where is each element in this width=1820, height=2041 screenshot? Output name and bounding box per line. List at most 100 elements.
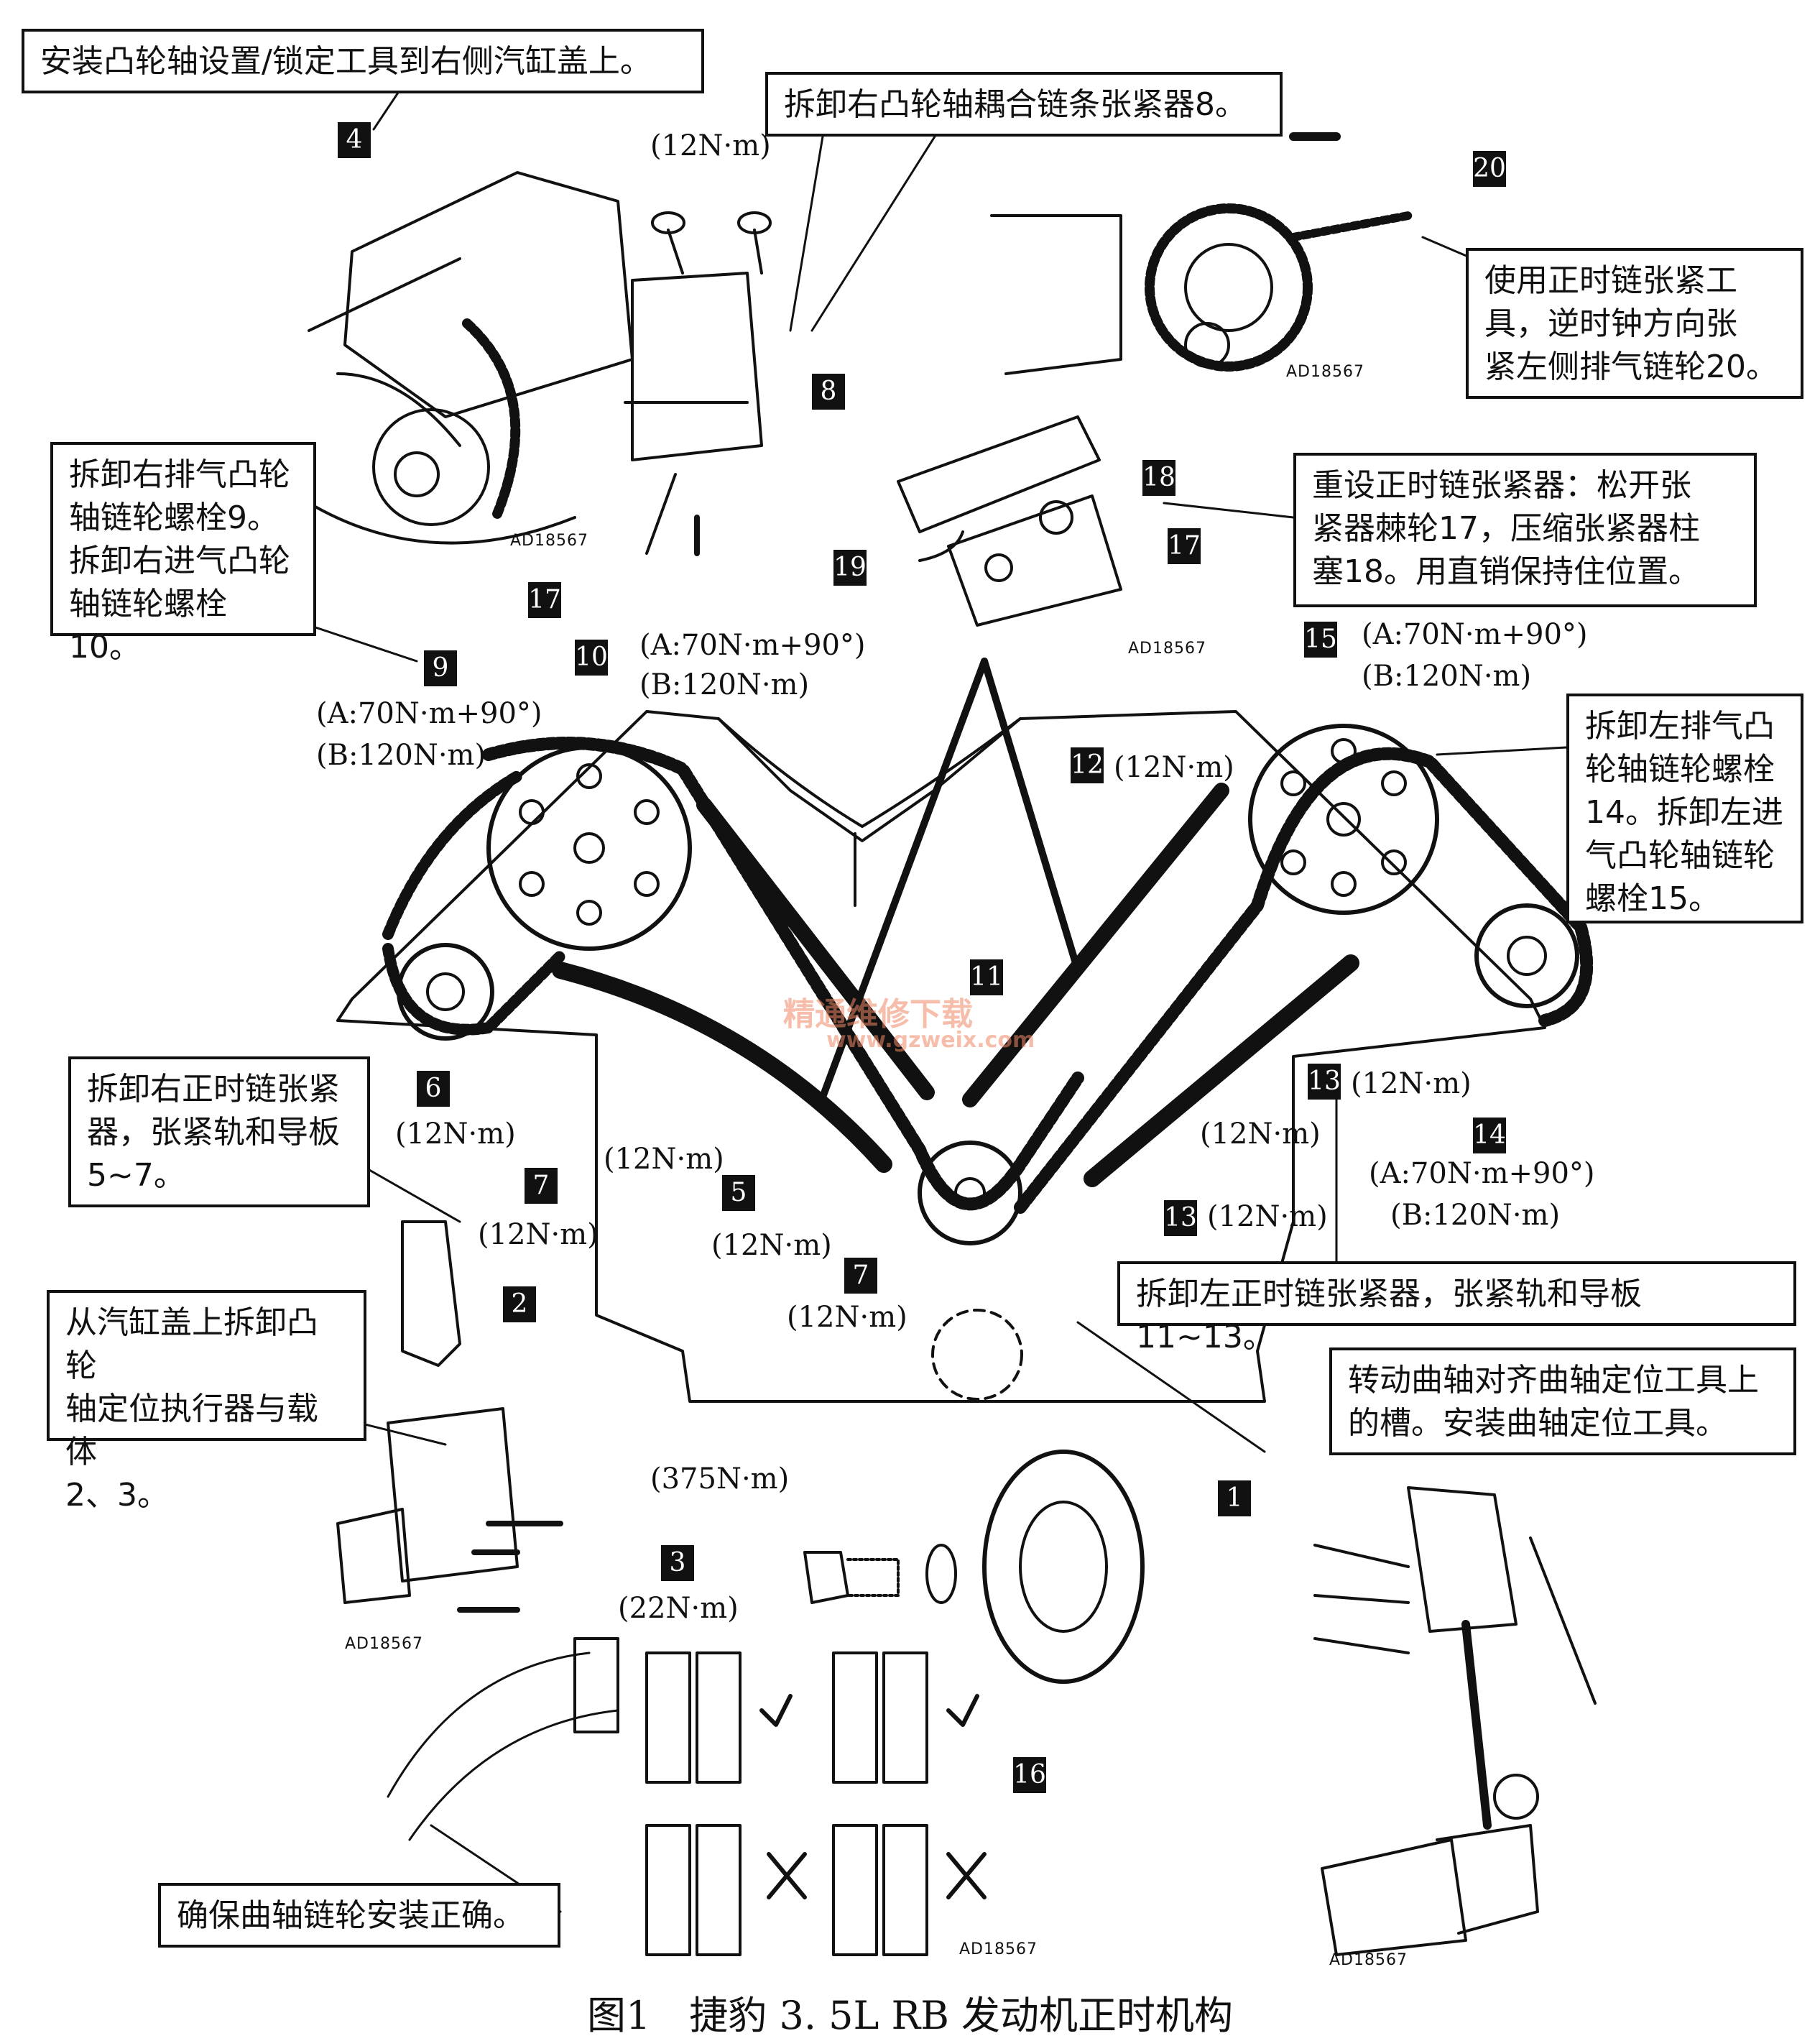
leader-lines: [308, 85, 1568, 1913]
torque-5a: (12N·m): [604, 1143, 724, 1176]
callout-bolts-14-15-line1: 拆卸左排气凸: [1585, 708, 1775, 745]
torque-13a: (12N·m): [1351, 1067, 1472, 1100]
torque-10-a: (A:70N·m+90°): [639, 629, 866, 662]
callout-install-tool: 安装凸轮轴设置/锁定工具到右侧汽缸盖上。: [22, 29, 704, 93]
torque-13b: (12N·m): [1207, 1200, 1328, 1233]
engine-block-outline: [336, 710, 1546, 1403]
callout-reset-line1: 重设正时链张紧器：松开张: [1312, 467, 1691, 504]
callout-actuator-line3: 2、3。: [65, 1477, 169, 1514]
part-code-4: AD18567: [345, 1635, 423, 1653]
camshaft-locking-tool-drawing: [308, 171, 634, 545]
torque-11: (12N·m): [1200, 1118, 1321, 1151]
label-3: 3: [661, 1545, 694, 1581]
left-chain-guide: [1084, 954, 1359, 1187]
sprocket-alignment-drawings: [387, 1637, 987, 1956]
torque-15-a: (A:70N·m+90°): [1362, 618, 1588, 651]
callout-bolts-9-10-line3: 拆卸右进气凸轮: [69, 543, 290, 579]
callout-install-tool-text: 安装凸轮轴设置/锁定工具到右侧汽缸盖上。: [40, 43, 652, 80]
torque-9-b: (B:120N·m): [316, 739, 486, 772]
callout-tension-tool-line1: 使用正时链张紧工: [1484, 262, 1737, 299]
torque-14-a: (A:70N·m+90°): [1369, 1157, 1595, 1190]
callout-remove-left-tensioner: 拆卸左正时链张紧器，张紧轨和导板11~13。: [1117, 1261, 1796, 1355]
torque-3: (22N·m): [618, 1592, 739, 1625]
torque-12: (12N·m): [1114, 751, 1234, 784]
callout-reset-line2: 紧器棘轮17，压缩张紧器柱: [1312, 510, 1700, 547]
label-5: 5: [722, 1175, 755, 1211]
torque-6: (12N·m): [395, 1118, 516, 1151]
callout-rotate-crank-line2: 的槽。安装曲轴定位工具。: [1348, 1405, 1727, 1442]
callout-bolts-9-10-line1: 拆卸右排气凸轮: [69, 456, 290, 493]
right-cam-chain: [382, 770, 566, 1036]
label-1: 1: [1218, 1480, 1251, 1516]
callout-remove-tensioner8: 拆卸右凸轮轴耦合链条张紧器8。: [765, 72, 1283, 137]
exhaust-sprocket-tension-drawing: [990, 132, 1413, 375]
label-17a: 17: [528, 582, 561, 618]
torque-14-b: (B:120N·m): [1390, 1199, 1561, 1232]
label-7b: 7: [844, 1258, 877, 1294]
label-9: 9: [424, 650, 457, 686]
callout-bolts-9-10-line2: 轴链轮螺栓9。: [69, 499, 279, 536]
figure-caption: 图1 捷豹 3. 5L RB 发动机正时机构: [586, 1993, 1234, 2038]
tensioner-reset-drawing: [897, 415, 1122, 627]
actuator-carrier-drawing: [336, 1220, 563, 1613]
left-timing-chain: [1014, 747, 1594, 1214]
callout-remove-actuator: 从汽缸盖上拆卸凸轮 轴定位执行器与载体 2、3。: [47, 1290, 366, 1514]
left-exhaust-cam-sprocket: [1248, 724, 1439, 915]
right-timing-chain: [482, 737, 1084, 1211]
callout-bolts-14-15-line5: 螺栓15。: [1585, 880, 1720, 917]
part-code-6: AD18567: [1329, 1951, 1408, 1969]
torque-9-a: (A:70N·m+90°): [316, 697, 542, 730]
label-15: 15: [1304, 622, 1337, 658]
torque-375: (375N·m): [650, 1462, 790, 1496]
part-code-1: AD18567: [510, 532, 588, 550]
coupling-chain-tensioner-drawing: [624, 211, 772, 556]
callout-tension-tool-line2: 具，逆时钟方向张: [1484, 305, 1737, 342]
callout-rotate-crank-line1: 转动曲轴对齐曲轴定位工具上: [1348, 1362, 1759, 1399]
crank-dashed-circle: [931, 1309, 1023, 1401]
callout-actuator-line2: 轴定位执行器与载体: [65, 1391, 318, 1470]
callout-remove-right-tensioner: 拆卸右正时链张紧 器，张紧轨和导板 5~7。: [68, 1056, 370, 1207]
front-cover-edge: [717, 717, 1022, 828]
label-11: 11: [970, 959, 1003, 995]
label-6: 6: [417, 1071, 450, 1107]
label-19: 19: [833, 550, 867, 586]
crank-positioning-tool-drawing: [1313, 1486, 1597, 1956]
right-chain-guide: [696, 797, 935, 1100]
torque-5b: (12N·m): [711, 1229, 832, 1262]
crank-bolt-pulley-drawing: [803, 1450, 1145, 1684]
label-20: 20: [1473, 151, 1506, 187]
label-14: 14: [1473, 1118, 1506, 1153]
callout-remove-tensioner8-text: 拆卸右凸轮轴耦合链条张紧器8。: [784, 86, 1247, 123]
callout-ensure-sprocket: 确保曲轴链轮安装正确。: [158, 1883, 560, 1948]
label-18: 18: [1142, 460, 1175, 496]
label-8: 8: [812, 374, 845, 410]
part-code-5: AD18567: [959, 1940, 1038, 1958]
label-4: 4: [338, 122, 371, 158]
leader-v-right: [981, 658, 1081, 974]
torque-8: (12N·m): [650, 129, 771, 162]
callout-tension-tool: 使用正时链张紧工 具，逆时钟方向张 紧左侧排气链轮20。: [1466, 248, 1803, 399]
callout-actuator-line1: 从汽缸盖上拆卸凸轮: [65, 1304, 318, 1384]
callout-right-tensioner-line3: 5~7。: [87, 1157, 185, 1194]
label-12: 12: [1071, 747, 1104, 783]
label-2: 2: [503, 1286, 536, 1322]
callout-right-tensioner-line2: 器，张紧轨和导板: [87, 1114, 340, 1151]
callout-remove-bolts-9-10: 拆卸右排气凸轮 轴链轮螺栓9。 拆卸右进气凸轮 轴链轮螺栓10。: [50, 442, 316, 665]
callout-tension-tool-line3: 紧左侧排气链轮20。: [1484, 349, 1778, 385]
leader-v-left: [816, 658, 988, 1110]
label-16: 16: [1013, 1757, 1046, 1793]
part-code-2: AD18567: [1286, 363, 1364, 381]
watermark-text: 精通维修下载: [783, 996, 973, 1033]
callout-left-tensioner-text: 拆卸左正时链张紧器，张紧轨和导板11~13。: [1136, 1276, 1642, 1355]
right-tensioner-arm: [552, 962, 892, 1173]
torque-7: (12N·m): [478, 1218, 599, 1251]
torque-7b: (12N·m): [787, 1301, 907, 1334]
callout-bolts-14-15-line3: 14。拆卸左进: [1585, 794, 1783, 831]
callout-remove-bolts-14-15: 拆卸左排气凸 轮轴链轮螺栓 14。拆卸左进 气凸轮轴链轮 螺栓15。: [1566, 694, 1803, 923]
torque-10-b: (B:120N·m): [639, 668, 810, 701]
callout-reset-tensioner: 重设正时链张紧器：松开张 紧器棘轮17，压缩张紧器柱 塞18。用直销保持住位置。: [1293, 453, 1757, 607]
label-10: 10: [575, 640, 608, 676]
torque-15-b: (B:120N·m): [1362, 660, 1532, 693]
callout-right-tensioner-line1: 拆卸右正时链张紧: [87, 1071, 340, 1107]
